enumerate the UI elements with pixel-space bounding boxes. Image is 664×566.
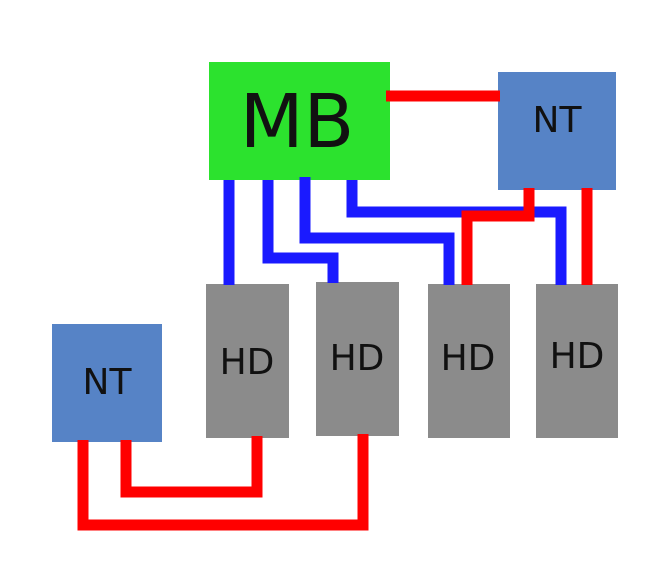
network-terminal-bottom-box: [52, 324, 162, 442]
network-terminal-bottom-label: NT: [83, 362, 133, 403]
hard-drive-4-label: HD: [550, 336, 605, 377]
network-terminal-top-label: NT: [533, 100, 583, 141]
hard-drive-4-box: [536, 284, 618, 438]
hard-drive-1-label: HD: [220, 342, 275, 383]
power-links: [77, 90, 593, 531]
motherboard-box: [209, 62, 390, 180]
data-link-mb-hd2: [262, 180, 339, 283]
data-link-mb-hd3: [299, 177, 455, 285]
motherboard-label: MB: [240, 79, 355, 165]
hard-drive-2-box: [316, 282, 399, 436]
power-link-nt-top-hd3: [461, 188, 535, 285]
data-link-mb-hd4: [346, 180, 567, 285]
hard-drive-3-label: HD: [441, 338, 496, 379]
power-link-nt-bottom-hd1: [120, 436, 263, 498]
hard-drive-3-box: [428, 284, 510, 438]
data-links: [223, 177, 567, 285]
network-terminal-top-box: [498, 72, 616, 190]
hard-drive-2-label: HD: [330, 338, 385, 379]
hard-drive-1-box: [206, 284, 289, 438]
power-link-nt-bottom-hd2: [77, 434, 369, 531]
